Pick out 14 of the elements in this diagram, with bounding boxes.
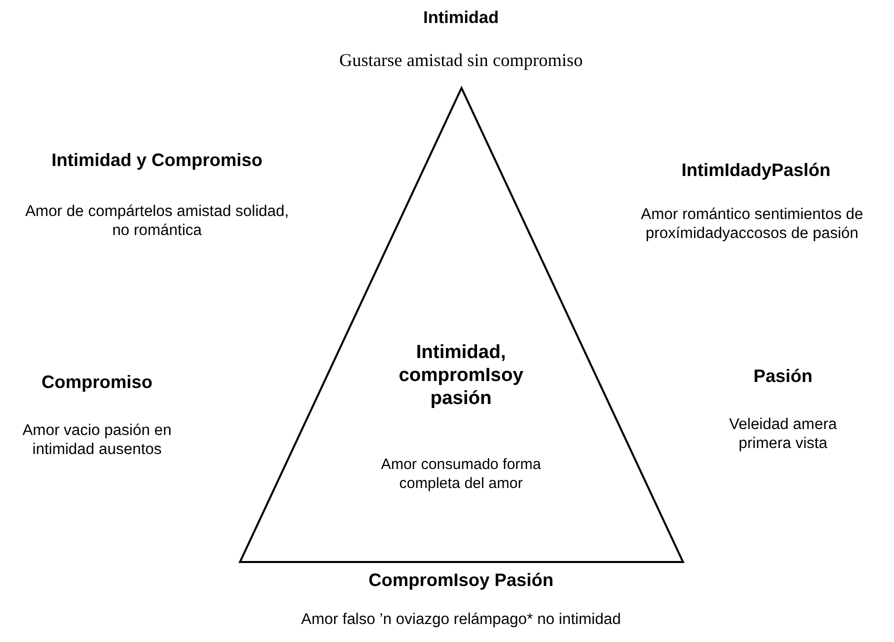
vertex-description: Amor romántico sentimientos de proxímidadyaccosos de pasión <box>640 206 864 244</box>
vertex-heading: Pasión <box>752 366 814 388</box>
vertex-heading: Intimidad <box>422 8 500 28</box>
vertex-heading: Intimidad y Compromiso <box>50 150 264 172</box>
vertex-description: Veleidad amera primera vista <box>728 416 838 454</box>
vertex-heading: IntimIdadyPaslón <box>680 160 832 182</box>
vertex-description: Amor de compártelos amistad solidad, no romántica <box>24 203 290 240</box>
node-heading: Intimidad, compromIsoy pasión <box>398 342 524 410</box>
vertex-description: Amor vacio pasión en intimidad ausentos <box>21 422 173 460</box>
vertex-description: Gustarse amistad sin compromiso <box>338 50 584 72</box>
vertex-heading: CompromIsoy Pasión <box>367 570 555 592</box>
vertex-description: Amor falso ’n oviazgo relámpago* no intimidad <box>301 611 621 630</box>
vertex-heading: Compromiso <box>40 372 154 394</box>
node-description: Amor consumado forma completa del amor <box>380 456 542 494</box>
